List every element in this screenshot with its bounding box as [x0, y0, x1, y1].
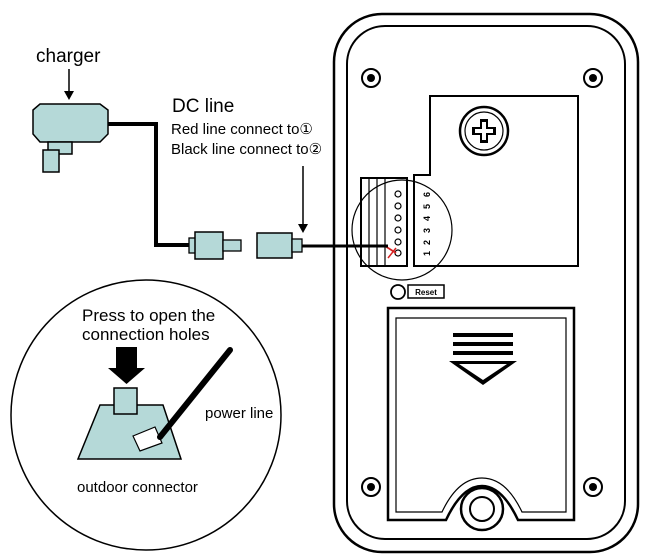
dc-cable: [108, 122, 190, 247]
bottom-mount-hole: [459, 486, 505, 532]
screw-hole-bottom-left: [361, 477, 381, 497]
wire-insert-tip: [132, 426, 163, 452]
charger-arrow-head: [64, 91, 74, 100]
grip-line-1: [453, 333, 513, 337]
terminal-number-5: 5: [422, 204, 432, 209]
press-label-line2: connection holes: [82, 325, 210, 344]
press-label-line1: Press to open the: [82, 306, 215, 325]
terminal-hole-2: [394, 238, 402, 246]
dc-socket-collar: [291, 238, 303, 253]
dc-plug-tip: [222, 239, 242, 252]
terminal-hole-3: [394, 226, 402, 234]
press-tab: [113, 387, 138, 415]
grip-line-3: [453, 351, 513, 355]
terminal-number-4: 4: [422, 216, 432, 221]
terminal-hole-6: [394, 190, 402, 198]
screw-hole-top-left: [361, 68, 381, 88]
reset-button-circle[interactable]: [390, 284, 406, 300]
black-line-label: Black line connect to②: [171, 141, 322, 158]
dc-line-label: DC line: [172, 96, 234, 117]
reset-button[interactable]: Reset: [390, 284, 445, 300]
terminal-hole-4: [394, 214, 402, 222]
screw-hole-bottom-right: [583, 477, 603, 497]
battery-cover: [386, 306, 576, 522]
grip-line-2: [453, 342, 513, 346]
charger-label: charger: [36, 46, 101, 67]
terminal-number-1: 1: [422, 251, 432, 256]
center-screw-icon: [458, 105, 510, 157]
reset-label-box: [407, 284, 445, 299]
terminal-block: 1 2 3 4 5 6: [351, 177, 453, 281]
terminal-number-3: 3: [422, 228, 432, 233]
red-wire-tip: [387, 247, 397, 259]
connector-inset: Press to open the connection holes power…: [10, 279, 282, 551]
outdoor-connector-shape: [76, 387, 183, 460]
charger-prong: [42, 149, 60, 173]
charger-assembly: charger DC line Red line connect to① Bla…: [32, 46, 388, 260]
dc-line-arrow-head: [298, 224, 308, 233]
terminal-number-2: 2: [422, 240, 432, 245]
terminal-number-6: 6: [422, 192, 432, 197]
charger-body: [32, 103, 109, 143]
terminal-highlight-circle: [351, 179, 453, 281]
screw-hole-top-right: [583, 68, 603, 88]
reset-label: Reset: [415, 288, 437, 297]
dc-plug-body: [194, 231, 224, 260]
rear-recess-panel: [413, 95, 579, 267]
power-line-wire: [157, 347, 233, 440]
press-down-arrow-icon: [108, 347, 145, 384]
power-line-label: power line: [205, 405, 273, 422]
terminal-hole-5: [394, 202, 402, 210]
doorbell-unit: 1 2 3 4 5 6 Reset: [332, 12, 640, 554]
red-line-label: Red line connect to①: [171, 121, 313, 138]
dc-socket-body: [256, 232, 293, 259]
outdoor-connector-label: outdoor connector: [77, 479, 198, 496]
